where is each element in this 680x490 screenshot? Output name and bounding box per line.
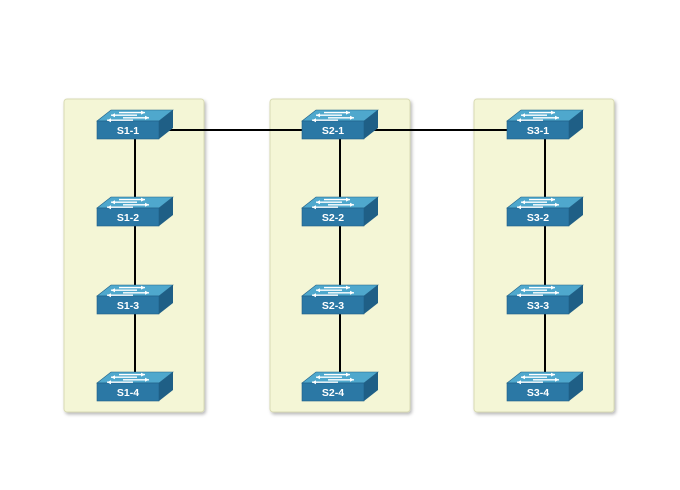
switch-S2-2: S2-2	[301, 196, 379, 227]
switch-label: S1-2	[117, 212, 139, 224]
switch-side-face	[569, 285, 583, 314]
switch-side-face	[159, 197, 173, 226]
network-switch-icon	[517, 285, 559, 298]
switch-label: S2-1	[322, 125, 344, 137]
network-switch-icon	[312, 372, 354, 385]
switch-S3-3: S3-3	[506, 284, 584, 315]
switch-S3-1: S3-1	[506, 109, 584, 140]
switch-S2-3: S2-3	[301, 284, 379, 315]
switch-label: S1-1	[117, 125, 139, 137]
switch-S1-3: S1-3	[96, 284, 174, 315]
switch-label: S3-1	[527, 125, 549, 137]
switch-side-face	[364, 110, 378, 139]
switch-S2-4: S2-4	[301, 371, 379, 402]
switch-label: S2-4	[322, 387, 344, 399]
switch-side-face	[569, 372, 583, 401]
switch-label: S3-4	[527, 387, 549, 399]
network-switch-icon	[517, 197, 559, 210]
switch-label: S2-3	[322, 300, 344, 312]
switch-front-face	[301, 295, 365, 315]
switch-front-face	[96, 295, 160, 315]
network-switch-icon	[517, 372, 559, 385]
switch-front-face	[506, 207, 570, 227]
switch-front-face	[96, 120, 160, 140]
switch-label: S1-4	[117, 387, 139, 399]
network-switch-icon	[107, 372, 149, 385]
switch-side-face	[364, 285, 378, 314]
switch-front-face	[96, 207, 160, 227]
network-switch-icon	[107, 285, 149, 298]
switch-side-face	[364, 372, 378, 401]
switch-S1-4: S1-4	[96, 371, 174, 402]
network-switch-icon	[312, 197, 354, 210]
switch-front-face	[301, 207, 365, 227]
switch-side-face	[159, 372, 173, 401]
switch-side-face	[364, 197, 378, 226]
network-switch-icon	[312, 110, 354, 123]
switch-front-face	[301, 382, 365, 402]
switch-S2-1: S2-1	[301, 109, 379, 140]
network-switch-icon	[312, 285, 354, 298]
switch-front-face	[96, 382, 160, 402]
switch-side-face	[159, 110, 173, 139]
switch-side-face	[159, 285, 173, 314]
network-switch-icon	[107, 110, 149, 123]
switches-layer: S1-1S1-2S1-3S1-4 S2-1S2-2S2-3S2-4 S3-1S3-2…	[96, 109, 584, 402]
switch-label: S3-2	[527, 212, 549, 224]
switch-S3-2: S3-2	[506, 196, 584, 227]
switch-S1-2: S1-2	[96, 196, 174, 227]
switch-label: S1-3	[117, 300, 139, 312]
switch-front-face	[506, 382, 570, 402]
switch-label: S2-2	[322, 212, 344, 224]
switch-side-face	[569, 197, 583, 226]
switch-front-face	[506, 120, 570, 140]
switch-S1-1: S1-1	[96, 109, 174, 140]
switch-label: S3-3	[527, 300, 549, 312]
network-switch-icon	[517, 110, 559, 123]
switch-S3-4: S3-4	[506, 371, 584, 402]
switch-side-face	[569, 110, 583, 139]
switch-front-face	[301, 120, 365, 140]
switch-front-face	[506, 295, 570, 315]
network-switch-icon	[107, 197, 149, 210]
